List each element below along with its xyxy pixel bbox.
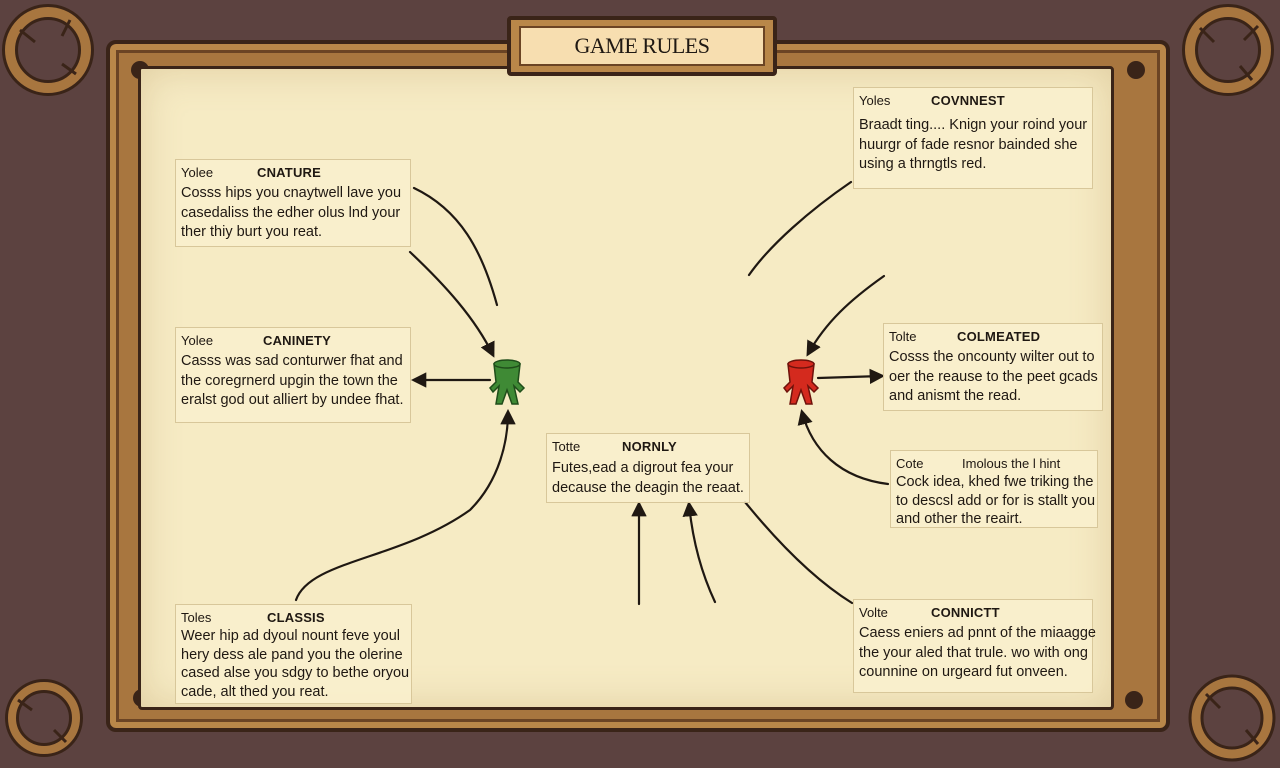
rule-name: NORNLY — [622, 439, 677, 454]
rule-name: CANINETY — [263, 333, 332, 348]
rule-line: Futes,ead a digrout fea your — [552, 460, 734, 476]
rule-label: Yolee — [181, 165, 214, 180]
rule-line: Caess eniers ad pnnt of the miaagge — [859, 625, 1096, 641]
connector-arrow — [408, 250, 495, 358]
rule-line: Cosss hips you cnaytwell lave you — [181, 185, 402, 201]
rule-line: using a thrngtls red. — [859, 156, 987, 172]
rule-line: cade, alt thed you reat. — [181, 683, 329, 700]
rule-line: Weer hip ad dyoul nount feve youl — [181, 628, 400, 644]
connector-line — [747, 180, 853, 277]
rule-name: COVNNEST — [931, 93, 1005, 108]
connector-arrow — [816, 368, 886, 385]
rule-label: Totte — [552, 439, 581, 454]
rule-description: Cock idea, khed fwe triking the to descs… — [896, 473, 1096, 529]
rule-card-middle-left: Yolee CANINETY Casss was sad conturwer fh… — [175, 327, 411, 423]
corner-ring-icon-bottom-right — [1188, 674, 1276, 762]
connector-arrow — [682, 500, 717, 604]
rule-card-center: Totte NORNLY Futes,ead a digrout fea your… — [546, 433, 750, 503]
connector-arrow — [294, 408, 516, 602]
rule-name: CONNICTT — [931, 605, 1000, 620]
rule-line: the coregrnerd upgin the town the — [181, 372, 398, 389]
rule-line: and anismt the read. — [889, 388, 1022, 404]
rule-card-bottom-left: Toles CLASSIS Weer hip ad dyoul nount fev… — [175, 604, 412, 704]
rule-line: huurgr of fade resnor bainded she — [859, 136, 1078, 153]
rule-name: COLMEATED — [957, 329, 1041, 344]
green-piece[interactable] — [489, 359, 526, 405]
rule-line: Casss was sad conturwer fhat and — [181, 353, 403, 369]
rule-line: hery dess ale pand you the olerine — [181, 646, 403, 663]
rule-card-bottom-right: Volte CONNICTT Caess eniers ad pnnt of th… — [853, 599, 1096, 693]
connector-arrow — [797, 409, 890, 486]
rule-line: casedaliss the edher olus lnd your — [181, 204, 401, 221]
connector-arrow — [806, 274, 886, 357]
rule-line: oer the reause to the peet gcads — [889, 368, 1098, 385]
rule-line: ther thiy burt you reat. — [181, 224, 323, 240]
rule-line: Cosss the oncounty wilter out to — [889, 349, 1095, 365]
rule-name: CNATURE — [257, 165, 321, 180]
rule-description: Cosss hips you cnaytwell lave you caseda… — [181, 184, 404, 243]
connector-line — [743, 500, 854, 605]
corner-ring-icon-top-left — [2, 4, 94, 96]
rule-card-upper-left: Yolee CNATURE Cosss hips you cnaytwell la… — [175, 159, 411, 247]
rule-card-top-right: Yoles COVNNEST Braadt ting.... Knign your… — [853, 87, 1093, 189]
rule-description: Weer hip ad dyoul nount feve youl hery d… — [181, 627, 410, 701]
rule-label: Tolte — [889, 329, 917, 344]
rule-line: to descsl add or for is stallt you — [896, 492, 1096, 509]
rule-card-right-lower: Cote Imolous the l hint Cock idea, khed f… — [890, 450, 1098, 528]
title-banner-plate: GAME RULES — [519, 26, 765, 66]
rule-name: CLASSIS — [267, 610, 325, 625]
rule-label: Toles — [181, 610, 212, 625]
rule-description: Futes,ead a digrout fea your decause the… — [552, 459, 744, 498]
rule-line: counnine on urgeard fut onveen. — [859, 664, 1068, 680]
rule-description: Cosss the oncounty wilter out to oer the… — [889, 348, 1098, 407]
corner-ring-icon-top-right — [1182, 4, 1274, 96]
rule-label: Yolee — [181, 333, 214, 348]
rule-line: the your aled that trule. wo with ong — [859, 644, 1088, 661]
rule-name: Imolous the l hint — [962, 456, 1061, 471]
rule-label: Cote — [896, 456, 924, 471]
rule-line: eralst god out alliert by undee fhat. — [181, 392, 404, 408]
rule-card-right-upper: Tolte COLMEATED Cosss the oncounty wilter… — [883, 323, 1103, 411]
rule-description: Casss was sad conturwer fhat and the cor… — [181, 352, 404, 411]
red-piece[interactable] — [783, 359, 820, 405]
rule-line: cased alse you sdgy to bethe oryou — [181, 665, 410, 681]
rule-line: Braadt ting.... Knign your roind your — [859, 117, 1088, 133]
rule-description: Caess eniers ad pnnt of the miaagge the … — [859, 624, 1096, 683]
rule-line: and other the reairt. — [896, 511, 1023, 527]
rule-description: Braadt ting.... Knign your roind your hu… — [859, 116, 1088, 175]
page-title: GAME RULES — [574, 33, 710, 58]
connector-line — [412, 186, 499, 307]
corner-ring-icon-bottom-left — [5, 679, 83, 757]
rule-label: Yoles — [859, 93, 891, 108]
rule-label: Volte — [859, 605, 888, 620]
rule-line: Cock idea, khed fwe triking the — [896, 474, 1094, 490]
rule-line: decause the deagin the reaat. — [552, 479, 744, 496]
title-banner: GAME RULES — [507, 16, 777, 76]
